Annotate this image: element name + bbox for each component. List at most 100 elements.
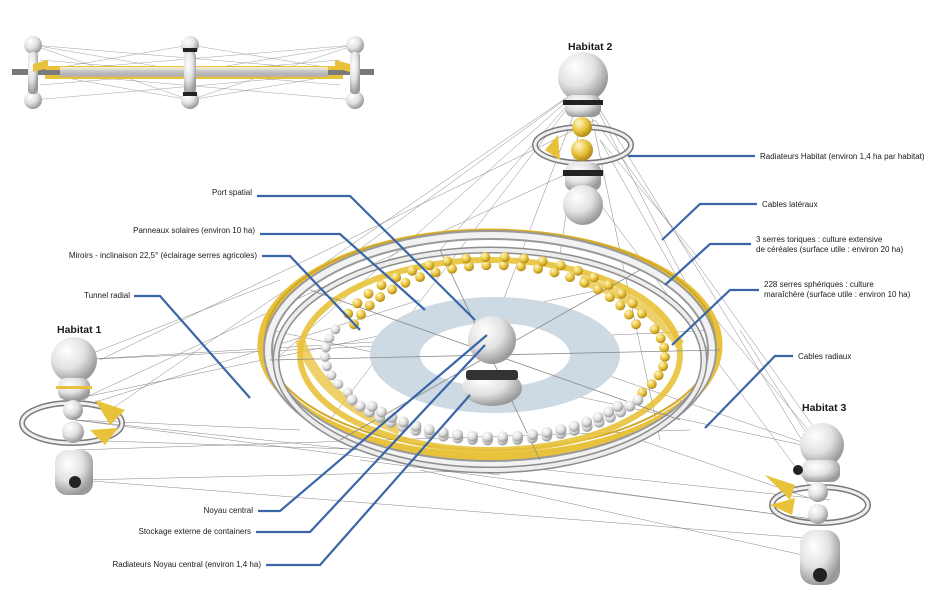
greenhouse-sphere bbox=[499, 252, 510, 263]
greenhouse-sphere bbox=[533, 263, 543, 274]
greenhouse-sphere bbox=[366, 400, 378, 412]
spherical-greenhouses bbox=[320, 252, 670, 446]
greenhouse-sphere bbox=[581, 416, 593, 428]
greenhouse-sphere bbox=[646, 379, 657, 390]
greenhouse-sphere bbox=[549, 267, 560, 278]
greenhouse-sphere bbox=[592, 411, 604, 423]
label-cables-radiaux: Cables radiaux bbox=[798, 352, 851, 361]
greenhouse-sphere bbox=[354, 400, 366, 412]
greenhouse-sphere bbox=[391, 272, 402, 283]
label-serres-spheriques-line2: maraîchère (surface utile : environ 10 h… bbox=[764, 290, 911, 299]
side-view-thumbnail bbox=[12, 36, 374, 109]
greenhouse-sphere bbox=[498, 260, 509, 271]
greenhouse-sphere bbox=[320, 351, 331, 362]
greenhouse-sphere bbox=[632, 394, 644, 406]
greenhouse-sphere bbox=[400, 277, 411, 288]
main-ring bbox=[257, 228, 723, 474]
habitat-1-module bbox=[19, 337, 125, 495]
greenhouse-sphere bbox=[612, 400, 624, 412]
greenhouse-sphere bbox=[659, 342, 670, 353]
greenhouse-sphere bbox=[442, 256, 453, 267]
greenhouse-sphere bbox=[627, 298, 638, 309]
greenhouse-sphere bbox=[649, 324, 660, 335]
label-stockage: Stockage externe de containers bbox=[138, 527, 251, 536]
greenhouse-sphere bbox=[352, 298, 363, 309]
greenhouse-sphere bbox=[397, 416, 409, 428]
greenhouse-sphere bbox=[452, 429, 463, 441]
habitat-1-title: Habitat 1 bbox=[57, 324, 102, 336]
greenhouse-sphere bbox=[568, 420, 580, 432]
label-miroirs: Miroirs - inclinaison 22,5° (éclairage s… bbox=[69, 251, 257, 260]
greenhouse-sphere bbox=[658, 361, 669, 372]
greenhouse-sphere bbox=[423, 424, 435, 436]
greenhouse-sphere bbox=[324, 333, 335, 344]
greenhouse-sphere bbox=[512, 430, 524, 442]
label-cables-lateraux: Cables latéraux bbox=[762, 200, 818, 209]
greenhouse-sphere bbox=[516, 261, 526, 272]
greenhouse-sphere bbox=[659, 351, 670, 362]
greenhouse-sphere bbox=[527, 429, 538, 441]
greenhouse-sphere bbox=[333, 379, 344, 390]
greenhouse-sphere bbox=[320, 342, 331, 353]
greenhouse-sphere bbox=[615, 300, 626, 311]
greenhouse-sphere bbox=[481, 260, 492, 271]
greenhouse-sphere bbox=[555, 260, 566, 271]
greenhouse-sphere bbox=[375, 292, 386, 303]
label-port-spatial: Port spatial bbox=[212, 188, 252, 197]
greenhouse-sphere bbox=[616, 288, 627, 299]
greenhouse-sphere bbox=[407, 265, 418, 276]
greenhouse-sphere bbox=[363, 288, 374, 299]
greenhouse-sphere bbox=[464, 261, 474, 272]
leader-lines bbox=[134, 154, 793, 567]
greenhouse-sphere bbox=[466, 430, 478, 442]
greenhouse-sphere bbox=[376, 280, 387, 291]
label-radiateurs-habitat: Radiateurs Habitat (environ 1,4 ha par h… bbox=[760, 152, 925, 161]
greenhouse-sphere bbox=[636, 308, 647, 319]
greenhouse-sphere bbox=[387, 284, 398, 295]
habitat-3-title: Habitat 3 bbox=[802, 402, 847, 414]
greenhouse-sphere bbox=[480, 252, 491, 263]
habitat-2-module bbox=[532, 52, 634, 225]
greenhouse-sphere bbox=[624, 400, 636, 412]
greenhouse-sphere bbox=[537, 256, 548, 267]
greenhouse-sphere bbox=[356, 309, 366, 320]
greenhouse-sphere bbox=[624, 309, 634, 320]
label-serres-spheriques-line1: 228 serres sphériques : culture bbox=[764, 280, 874, 289]
greenhouse-sphere bbox=[631, 319, 641, 330]
greenhouse-sphere bbox=[375, 406, 387, 418]
greenhouse-sphere bbox=[424, 260, 435, 271]
habitat-2-title: Habitat 2 bbox=[568, 41, 613, 53]
greenhouse-sphere bbox=[321, 361, 332, 372]
greenhouse-sphere bbox=[572, 265, 583, 276]
greenhouse-sphere bbox=[579, 277, 590, 288]
greenhouse-sphere bbox=[518, 253, 529, 264]
label-noyau-central: Noyau central bbox=[204, 506, 254, 515]
label-serres-toriques-line2: de céréales (surface utile : environ 20 … bbox=[756, 245, 904, 254]
greenhouse-sphere bbox=[592, 284, 603, 295]
greenhouse-sphere bbox=[364, 300, 375, 311]
greenhouse-sphere bbox=[481, 431, 493, 443]
labels: Habitat 2 Habitat 1 Habitat 3 Port spati… bbox=[57, 41, 925, 569]
greenhouse-sphere bbox=[653, 370, 664, 381]
greenhouse-sphere bbox=[461, 253, 472, 264]
greenhouse-sphere bbox=[555, 424, 567, 436]
greenhouse-sphere bbox=[603, 280, 614, 291]
label-radiateurs-noyau: Radiateurs Noyau central (environ 1,4 ha… bbox=[112, 560, 261, 569]
greenhouse-sphere bbox=[430, 267, 441, 278]
greenhouse-sphere bbox=[497, 431, 509, 443]
habitat-3-module bbox=[765, 423, 871, 585]
label-tunnel-radial: Tunnel radial bbox=[84, 291, 130, 300]
greenhouse-sphere bbox=[326, 370, 337, 381]
greenhouse-sphere bbox=[330, 324, 341, 335]
greenhouse-sphere bbox=[410, 420, 422, 432]
label-serres-toriques-line1: 3 serres toriques : culture extensive bbox=[756, 235, 883, 244]
greenhouse-sphere bbox=[447, 263, 457, 274]
greenhouse-sphere bbox=[604, 292, 615, 303]
greenhouse-sphere bbox=[603, 406, 615, 418]
greenhouse-sphere bbox=[588, 272, 599, 283]
greenhouse-sphere bbox=[415, 272, 425, 283]
greenhouse-sphere bbox=[541, 427, 553, 438]
greenhouse-sphere bbox=[346, 394, 358, 406]
